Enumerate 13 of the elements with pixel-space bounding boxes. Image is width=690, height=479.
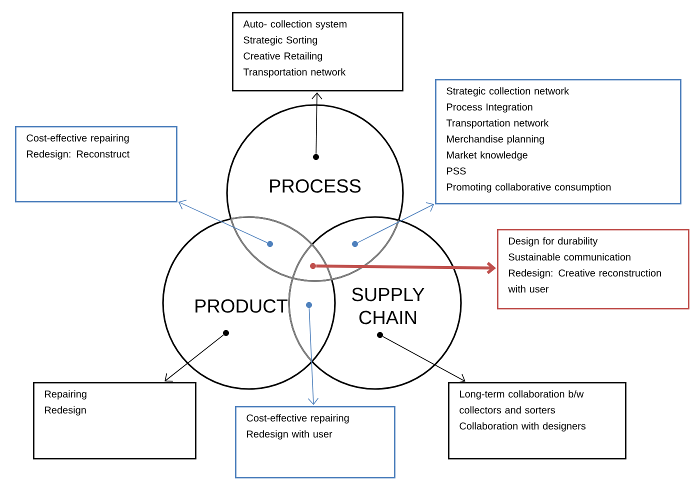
text-box: Cost-effective repairing Redesign with user <box>235 406 396 478</box>
text-box: Long-term collaboration b/w collectors and sorters Collaboration with designers <box>448 382 626 460</box>
text-box: Auto- collection system Strategic Sorting Creative Retailing Transportation network <box>232 12 404 92</box>
arrow <box>382 336 466 384</box>
arrow <box>164 334 224 382</box>
arrow <box>178 200 268 244</box>
text-box: Design for durability Sustainable communication Redesign: Creative reconstruction with user <box>497 229 690 310</box>
arrow <box>312 92 322 154</box>
text-box: Cost-effective repairing Redesign: Reconstruct <box>15 126 178 202</box>
text-box: Repairing Redesign <box>33 382 196 460</box>
arrow <box>357 202 434 243</box>
arrow <box>308 308 319 405</box>
text-box: Strategic collection network Process Integration Transportation network Merchandise planning Market knowledge PSS Promoting collaborative consumption <box>435 79 682 204</box>
